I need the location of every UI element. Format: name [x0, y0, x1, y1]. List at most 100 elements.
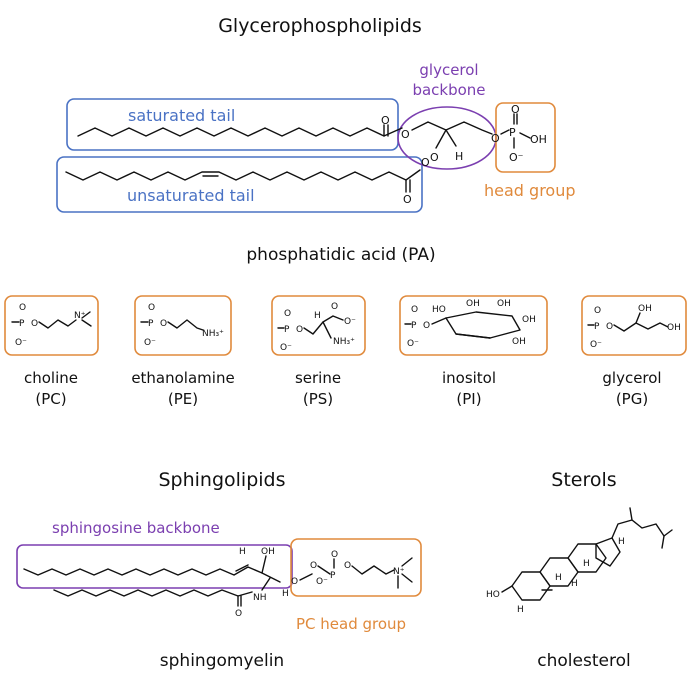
sphingolipids-title: Sphingolipids [158, 469, 285, 491]
glycerophospholipids-title: Glycerophospholipids [218, 15, 422, 37]
sphingosine-backbone-label: sphingosine backbone [52, 519, 220, 537]
glycerol-backbone-label-line1: glycerol [419, 61, 478, 79]
carbonyl-oxygen-2: O [403, 193, 412, 206]
serine-carbonyl-o: O [331, 302, 338, 312]
inositol-oh-2: OH [497, 299, 511, 309]
sphingo-choline-chain [351, 565, 395, 575]
hydroxyl-bond [501, 585, 513, 593]
pc-head-group-box [290, 538, 422, 597]
cholesterol-name: cholesterol [537, 651, 630, 671]
inositol-oh-3: OH [522, 315, 536, 325]
stereo-h-bond [445, 129, 457, 147]
inositol-name: inositol [442, 369, 496, 387]
ethanolamine-o-top: O [148, 303, 155, 313]
glycerol-oh-2: OH [667, 323, 681, 333]
inositol-box [399, 295, 548, 356]
head-group-ethanolamine: P O O⁻ O NH₃⁺ ethanolamine (PE) [131, 295, 235, 408]
choline-methyl-2 [81, 319, 92, 327]
choline-box [4, 295, 99, 356]
choline-name: choline [24, 369, 78, 387]
unsaturated-tail-label: unsaturated tail [127, 186, 255, 205]
phosphate-top-oxygen: O [511, 103, 520, 116]
cholesterol-h-1: H [517, 605, 524, 615]
sphingosine-h: H [239, 547, 246, 557]
head-group-inositol: P O O⁻ O HO OH OH OH OH inositol (PI) [399, 295, 548, 408]
ethanolamine-name: ethanolamine [131, 369, 234, 387]
ethanolamine-p: P [148, 319, 154, 329]
glycerol-oh-bond [635, 312, 641, 324]
ring-a [511, 571, 551, 601]
sphingo-methyl-1 [401, 557, 413, 567]
serine-amine-bond [322, 321, 332, 339]
serine-h: H [314, 311, 321, 321]
ethanolamine-o-minus: O⁻ [144, 338, 156, 348]
side-chain-methyl [629, 507, 633, 521]
sphingo-o-2: O [310, 561, 317, 571]
glycerol-name: glycerol [602, 369, 661, 387]
phosphorus: P [509, 126, 516, 139]
sphingo-p-o-top: O [331, 550, 338, 560]
phosphate-bond [500, 129, 510, 135]
sphingo-o-c-bond [299, 573, 313, 581]
choline-chain [38, 319, 77, 329]
inositol-p: P [411, 321, 417, 331]
glycerol-o-minus: O⁻ [590, 340, 602, 350]
choline-abbr: (PC) [35, 390, 66, 408]
inositol-o-minus: O⁻ [407, 339, 419, 349]
head-group-box [495, 102, 556, 173]
pc-head-group-label: PC head group [296, 615, 406, 633]
stereo-hydrogen: H [455, 150, 463, 163]
sphingo-n: N⁺ [393, 567, 405, 577]
glycerol-o: O [606, 322, 613, 332]
glycerol-ester-bond [435, 129, 447, 149]
sphingosine-double-bond [235, 564, 249, 572]
sphingo-p-o-chain: O [344, 561, 351, 571]
head-group-label: head group [484, 181, 576, 200]
phosphate-ester-oxygen: O [491, 132, 500, 145]
ethanolamine-chain [167, 319, 204, 331]
choline-n: N⁺ [74, 311, 86, 321]
phosphate-o-minus: O⁻ [509, 151, 524, 164]
sphingosine-nh-bond [261, 577, 271, 591]
saturated-tail-box [66, 98, 399, 151]
saturated-tail-label: saturated tail [128, 106, 235, 125]
head-group-choline: P O O⁻ O N⁺ choline (PC) [4, 295, 99, 408]
inositol-oh-1: OH [466, 299, 480, 309]
side-chain [611, 519, 673, 539]
sphingosine-backbone-box [16, 544, 293, 589]
glycerol-box [581, 295, 687, 356]
serine-o: O [296, 325, 303, 335]
ester-oxygen-2: O [421, 156, 430, 169]
serine-n: NH₃⁺ [333, 337, 355, 347]
sterols-title: Sterols [551, 469, 616, 491]
glycerol-backbone-chain [411, 121, 493, 135]
inositol-wedge-bond [455, 333, 491, 339]
ester-oxygen-1: O [401, 128, 410, 141]
inositol-link [431, 317, 447, 325]
ethanolamine-box [134, 295, 232, 356]
sphingo-methyl-2 [401, 573, 413, 583]
pa-molecule-name: phosphatidic acid (PA) [246, 245, 435, 265]
serine-carboxylate-o: O⁻ [344, 317, 356, 327]
serine-name: serine [295, 369, 341, 387]
cholesterol-h-3: H [583, 559, 590, 569]
amide-carbonyl-o: O [235, 609, 242, 619]
phosphate-hydroxyl: OH [530, 133, 547, 146]
glycerol-abbr: (PG) [616, 390, 648, 408]
ethanolamine-n: NH₃⁺ [202, 329, 224, 339]
carbonyl-oxygen-1: O [381, 114, 390, 127]
inositol-abbr: (PI) [456, 390, 481, 408]
sphingosine-oh: OH [261, 547, 275, 557]
cholesterol-h-2: H [555, 573, 562, 583]
sphingosine-nh: NH [253, 593, 267, 603]
saturated-tail-chain [77, 127, 403, 137]
choline-methyl-1 [81, 311, 91, 319]
serine-o-top: O [284, 309, 291, 319]
inositol-ho: HO [432, 305, 446, 315]
inositol-o-top: O [411, 305, 418, 315]
glycerol-oh-1: OH [638, 304, 652, 314]
inositol-oh-4: OH [512, 337, 526, 347]
serine-box [271, 295, 366, 356]
ethanolamine-abbr: (PE) [168, 390, 198, 408]
